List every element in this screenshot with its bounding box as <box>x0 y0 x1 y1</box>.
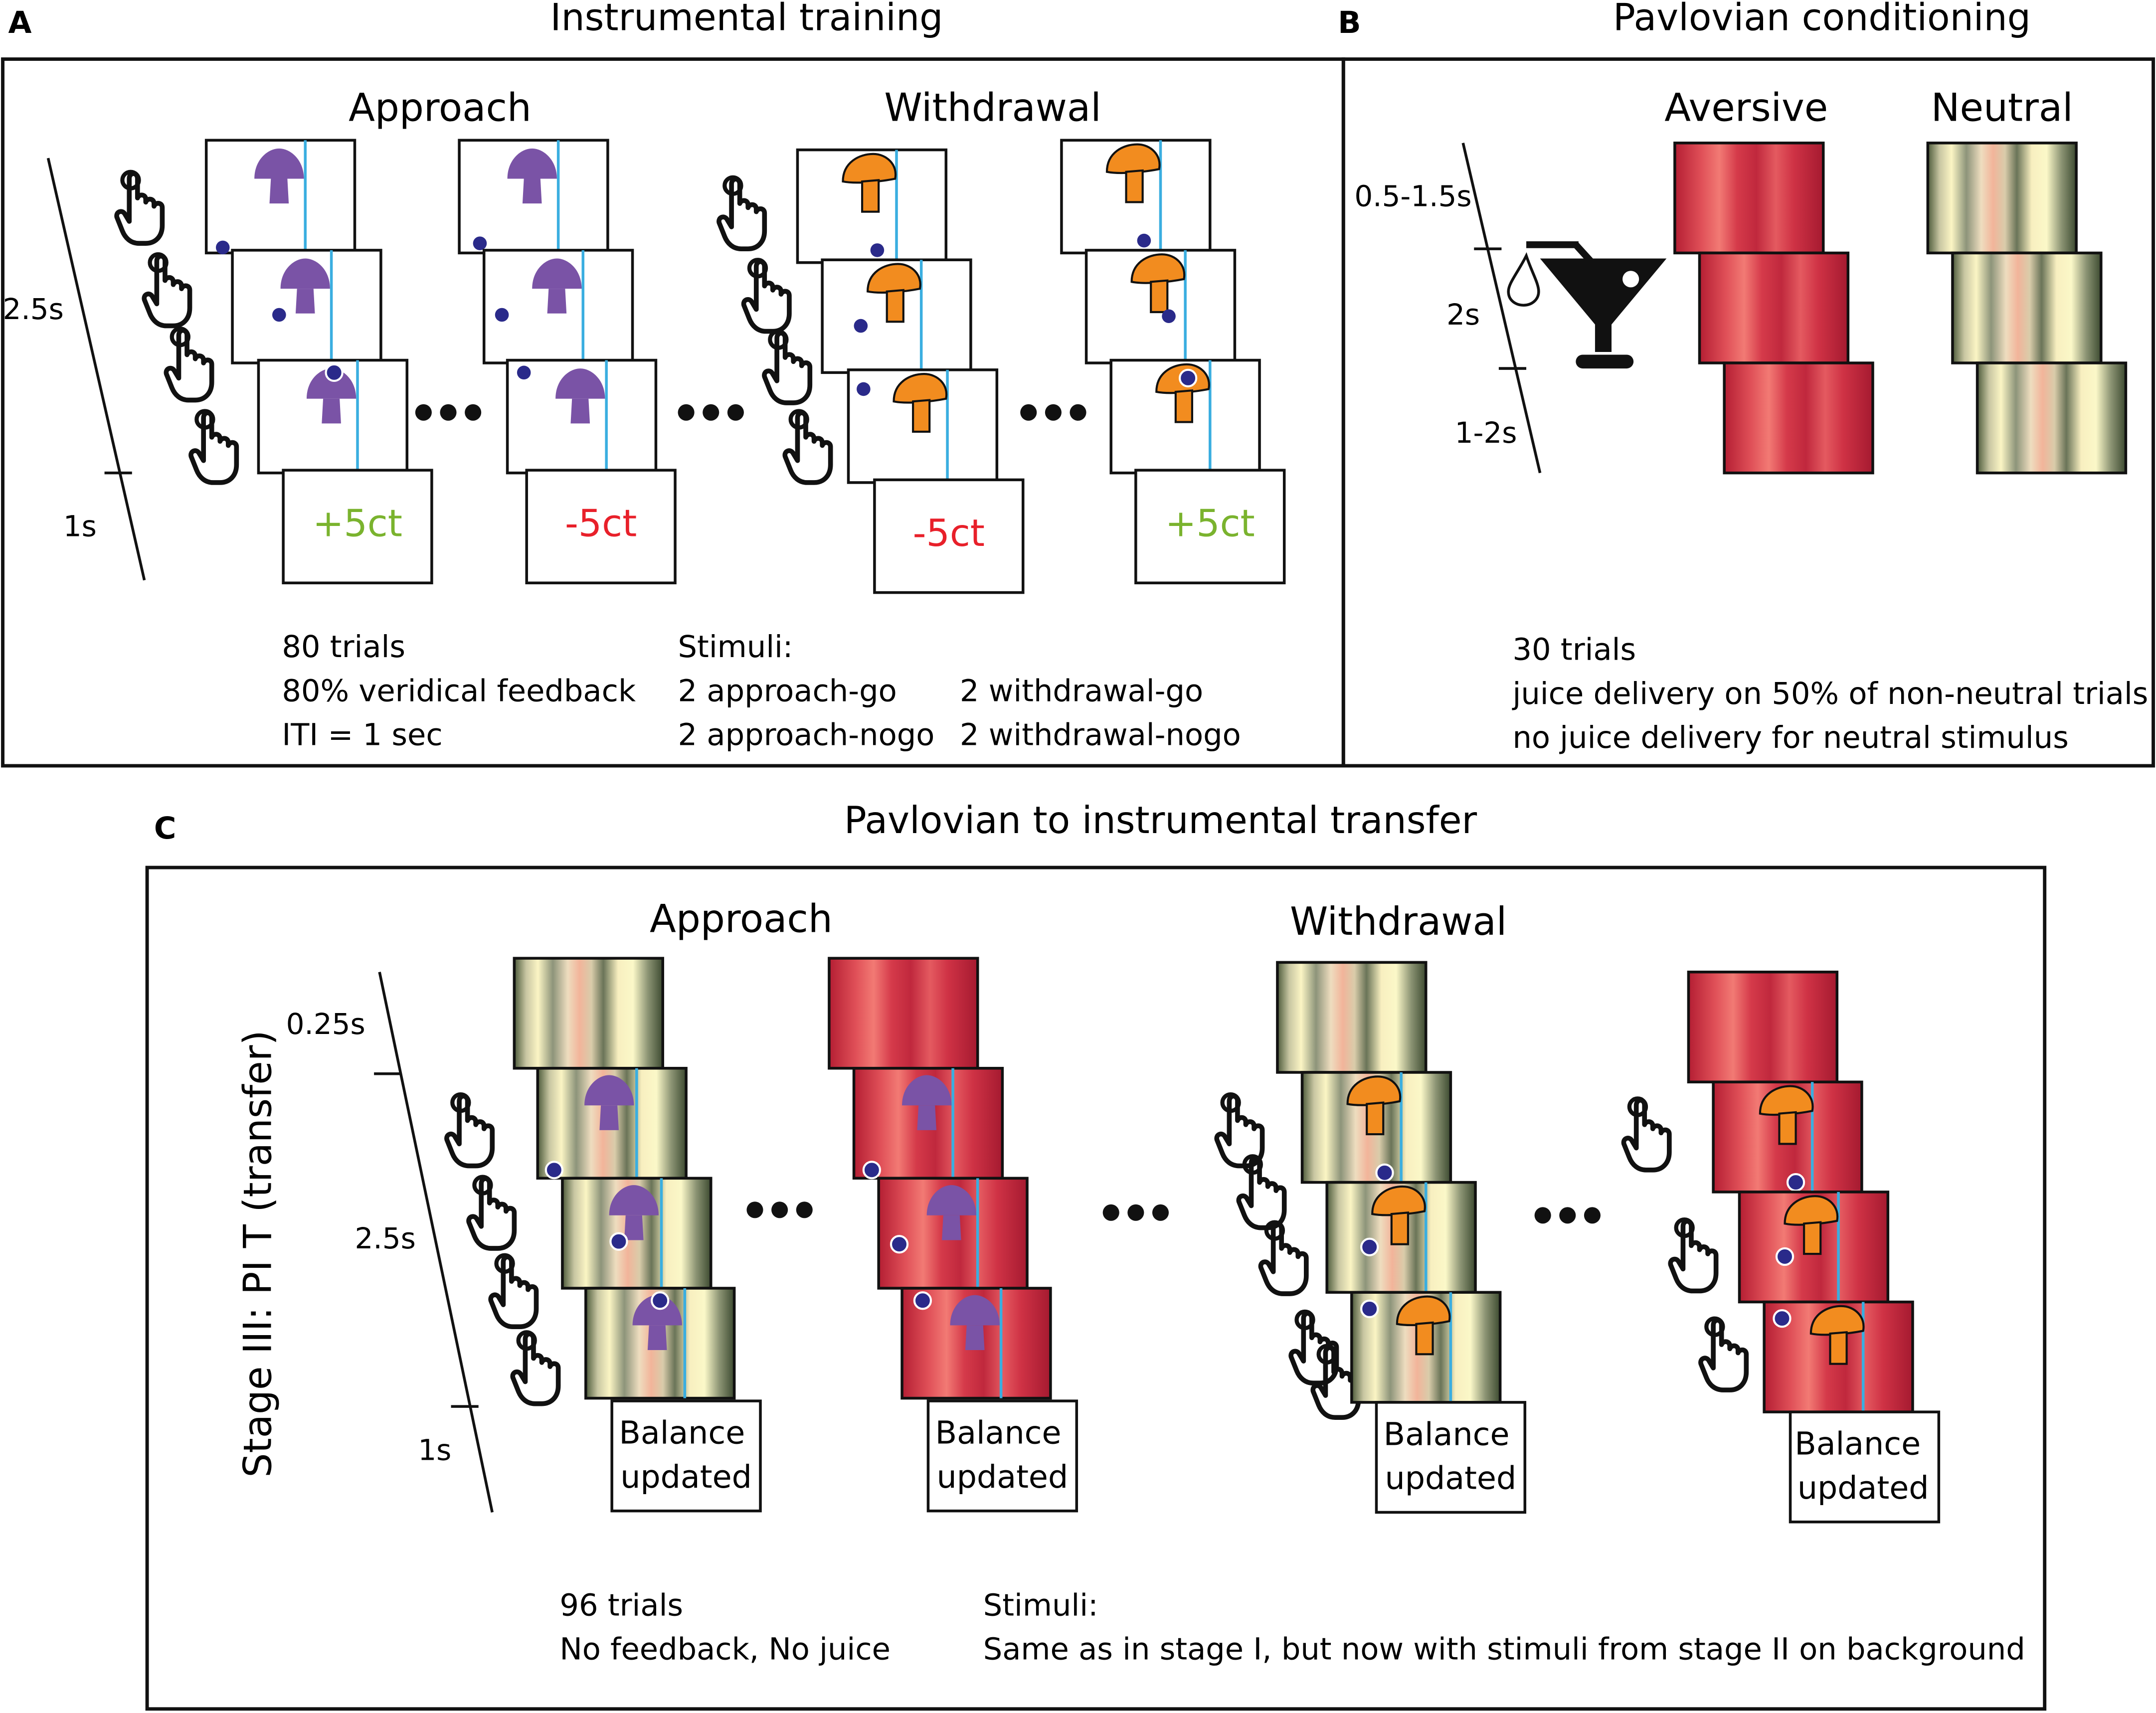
panel-a-label: A <box>8 5 32 40</box>
panel-c-time: 1s <box>418 1433 451 1467</box>
panel-b-label: B <box>1338 5 1361 40</box>
trial-stack-approach-nogo: -5ct <box>458 139 677 585</box>
hand-pointer-icon <box>1670 1219 1716 1291</box>
hand-pointer-icon <box>144 254 189 326</box>
panel-c-time: 2.5s <box>355 1221 415 1255</box>
trial-stack-approach-go: +5ct <box>204 139 433 585</box>
panel-a-approach-title: Approach <box>349 86 532 131</box>
panel-c-label: C <box>154 811 177 846</box>
panel-a-stimuli: 2 approach-go <box>678 674 897 708</box>
panel-a: A Instrumental training Approach Withdra… <box>1 0 1345 768</box>
balance-text: updated <box>620 1458 752 1495</box>
panel-b-time: 2s <box>1446 298 1480 332</box>
cocktail-glass-icon <box>1526 241 1667 369</box>
hand-pointer-icon <box>785 411 830 483</box>
balance-text: Balance <box>619 1414 745 1451</box>
ellipsis-icon <box>1534 1207 1601 1224</box>
panel-c-stimuli-heading: Stimuli: <box>983 1588 1098 1623</box>
panel-c: C Pavlovian to instrumental transfer App… <box>145 799 2047 1711</box>
panel-a-timeline <box>46 158 146 581</box>
panel-c-note: No feedback, No juice <box>559 1632 891 1667</box>
balance-text: Balance <box>1384 1415 1510 1452</box>
balance-text: updated <box>1797 1469 1929 1506</box>
panel-c-title: Pavlovian to instrumental transfer <box>844 799 1477 842</box>
pit-stack-neutral-approach: Balance updated <box>513 957 762 1513</box>
hand-pointer-icon <box>513 1332 558 1403</box>
balance-text: updated <box>1385 1460 1517 1497</box>
ellipsis-icon <box>678 404 744 421</box>
panel-c-frame <box>145 865 2047 1711</box>
panel-a-note: 80% veridical feedback <box>282 674 636 708</box>
panel-a-note: 80 trials <box>282 630 405 665</box>
feedback-text: -5ct <box>913 512 985 555</box>
panel-a-stimuli: 2 approach-nogo <box>678 718 935 753</box>
panel-b-timeline <box>1461 143 1542 474</box>
panel-a-time-top: 2.5s <box>3 292 64 326</box>
trial-stack-withdrawal-nogo: +5ct <box>1060 139 1286 585</box>
panel-b-note: no juice delivery for neutral stimulus <box>1512 720 2068 755</box>
hand-pointer-icon <box>764 332 810 403</box>
hand-pointer-icon <box>191 411 236 483</box>
stage-label: Stage III: PI T (transfer) <box>235 1030 280 1477</box>
balance-text: updated <box>937 1458 1069 1495</box>
feedback-text: +5ct <box>313 502 402 545</box>
hand-pointer-icon <box>744 260 789 331</box>
panel-c-note: 96 trials <box>559 1588 683 1623</box>
panel-b-note: juice delivery on 50% of non-neutral tri… <box>1511 677 2148 711</box>
pit-stack-neutral-withdrawal: Balance updated <box>1276 961 1527 1514</box>
neutral-stimulus <box>1926 142 2078 255</box>
panel-a-stimuli: 2 withdrawal-go <box>960 674 1203 708</box>
hand-pointer-icon <box>1701 1319 1746 1390</box>
panel-c-stimuli: Same as in stage I, but now with stimuli… <box>983 1632 2025 1667</box>
panel-c-approach-title: Approach <box>650 897 833 942</box>
panel-b-time: 0.5-1.5s <box>1354 179 1471 213</box>
neutral-stimulus <box>1976 361 2128 475</box>
panel-a-time-bottom: 1s <box>63 510 97 543</box>
balance-text: Balance <box>935 1414 1062 1451</box>
panel-b-neutral-title: Neutral <box>1931 86 2073 131</box>
hand-pointer-icon <box>491 1255 536 1327</box>
aversive-stimulus <box>1673 142 1825 255</box>
ellipsis-icon <box>1102 1204 1169 1221</box>
panel-b-frame <box>1341 57 2156 768</box>
aversive-stimulus <box>1698 251 1850 364</box>
ellipsis-icon <box>746 1201 813 1218</box>
panel-b: B Pavlovian conditioning Aversive Neutra… <box>1338 0 2156 768</box>
ellipsis-icon <box>1020 404 1086 421</box>
panel-a-title: Instrumental training <box>550 0 943 39</box>
hand-pointer-icon <box>1260 1222 1306 1294</box>
hand-pointer-icon <box>1623 1098 1669 1170</box>
panel-a-stimuli-heading: Stimuli: <box>678 630 793 665</box>
panel-b-aversive-title: Aversive <box>1664 86 1828 131</box>
hand-pointer-icon <box>447 1094 492 1166</box>
drop-icon <box>1507 252 1540 307</box>
feedback-text: +5ct <box>1165 502 1255 545</box>
panel-c-time: 0.25s <box>286 1007 365 1041</box>
panel-b-title: Pavlovian conditioning <box>1613 0 2031 39</box>
feedback-text: -5ct <box>565 502 637 545</box>
panel-a-note: ITI = 1 sec <box>282 718 442 753</box>
panel-b-note: 30 trials <box>1512 633 1636 668</box>
hand-pointer-icon <box>1239 1156 1284 1227</box>
pit-stack-aversive-withdrawal: Balance updated <box>1687 970 1941 1524</box>
panel-a-withdrawal-title: Withdrawal <box>884 86 1101 131</box>
balance-text: Balance <box>1795 1425 1921 1462</box>
ellipsis-icon <box>415 404 482 421</box>
hand-pointer-icon <box>117 172 162 243</box>
panel-c-timeline <box>378 972 494 1513</box>
aversive-stimulus <box>1723 361 1874 475</box>
hand-pointer-icon <box>719 177 764 249</box>
panel-b-time: 1-2s <box>1455 416 1517 450</box>
trial-stack-withdrawal-go: -5ct <box>796 148 1025 594</box>
hand-pointer-icon <box>166 329 211 400</box>
neutral-stimulus <box>1951 251 2103 364</box>
hand-pointer-icon <box>469 1177 514 1248</box>
panel-c-withdrawal-title: Withdrawal <box>1290 899 1507 944</box>
panel-a-stimuli: 2 withdrawal-nogo <box>960 718 1241 753</box>
pit-stack-aversive-approach: Balance updated <box>828 957 1078 1513</box>
